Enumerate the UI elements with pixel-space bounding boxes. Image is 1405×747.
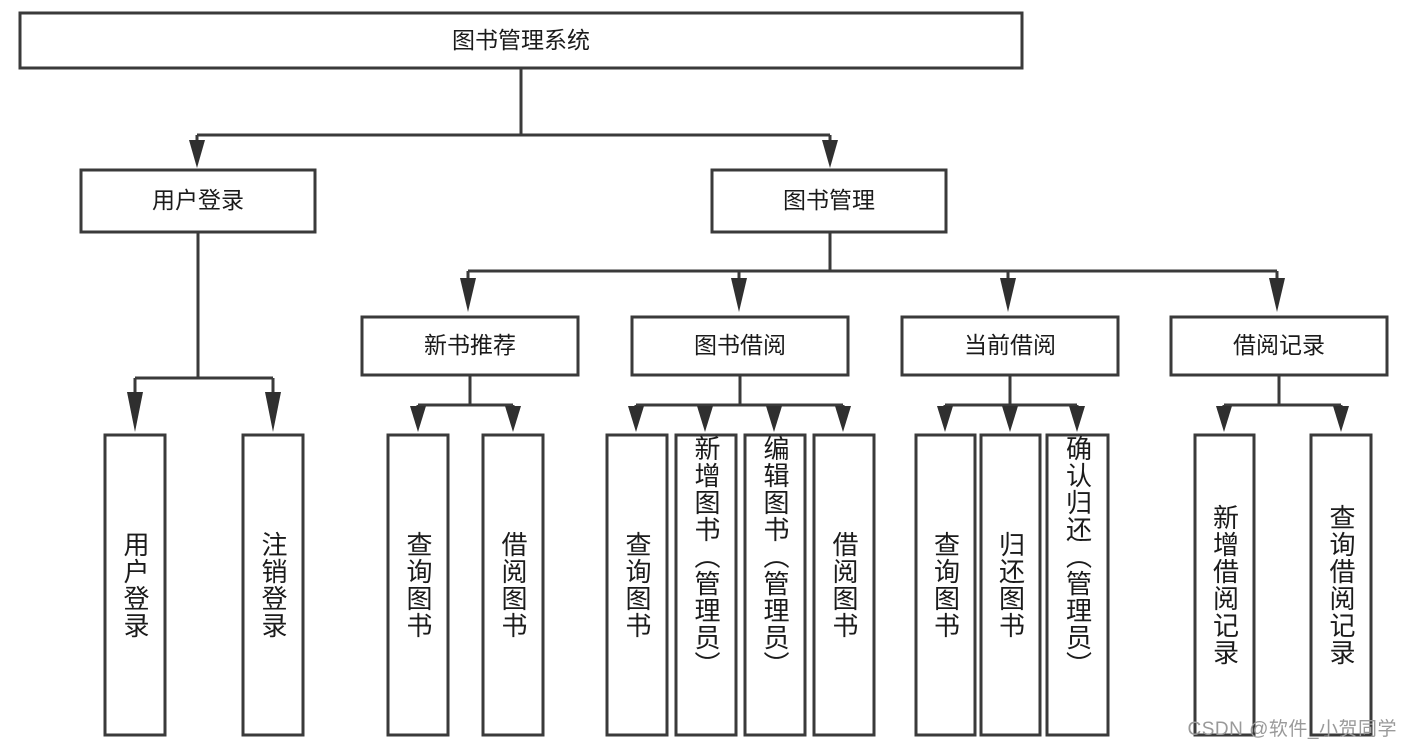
arrow-head-book-borrow [731,278,747,312]
arrow-head-currentborrow-leaf-2 [1002,406,1018,432]
arrow-head-bookborrow-leaf-3 [766,406,782,432]
node-borrow-record[interactable]: 借阅记录 [1169,315,1389,377]
node-current-borrow-label: 当前借阅 [964,332,1056,358]
arrow-head-newbook-leaf-2 [505,406,521,432]
leaf-box-query-borrow-record[interactable] [1309,433,1373,737]
leaf-box-query-book-1[interactable] [386,433,450,737]
node-root[interactable]: 图书管理系统 [18,11,1024,70]
csdn-watermark: CSDN @软件_小贺同学 [1187,719,1397,740]
leaf-box-add-book-admin[interactable] [674,433,738,737]
arrow-head-leaf-logout [265,392,281,432]
arrow-head-bookborrow-leaf-2 [697,406,713,432]
node-root-label: 图书管理系统 [452,27,590,53]
connector-group-root [189,68,838,168]
leaf-box-borrow-book-2[interactable] [812,433,876,737]
connector-group-borrow-record [1216,375,1349,432]
connector-group-new-book [410,375,521,432]
node-book-borrow-box[interactable] [630,315,850,377]
node-current-borrow[interactable]: 当前借阅 [900,315,1120,377]
arrow-head-current-borrow [1000,278,1016,312]
leaf-box-user-login[interactable] [103,433,167,737]
leaf-box-edit-book-admin[interactable] [743,433,807,737]
node-user-login[interactable]: 用户登录 [79,168,317,234]
leaf-box-logout[interactable] [241,433,305,737]
node-book-management[interactable]: 图书管理 [710,168,948,234]
leaf-box-borrow-book-1[interactable] [481,433,545,737]
leaf-box-add-borrow-record[interactable] [1193,433,1256,737]
arrow-head-new-book [460,278,476,312]
connector-group-user-login [127,232,281,432]
connector-group-current-borrow [937,375,1085,432]
arrow-head-borrowrecord-leaf-2 [1333,406,1349,432]
arrow-head-newbook-leaf-1 [410,406,426,432]
arrow-head-user-login [189,140,205,168]
leaf-box-query-book-2[interactable] [605,433,669,737]
arrow-head-currentborrow-leaf-1 [937,406,953,432]
node-new-book-recommend[interactable]: 新书推荐 [360,315,580,377]
node-new-book-recommend-label: 新书推荐 [424,332,516,358]
node-user-login-label: 用户登录 [152,187,244,213]
node-book-borrow-label: 图书借阅 [694,332,786,358]
leaf-box-query-book-3[interactable] [914,433,977,737]
node-root-box[interactable] [18,11,1024,70]
arrow-head-borrowrecord-leaf-1 [1216,406,1232,432]
arrow-head-borrow-record [1269,278,1285,312]
node-book-borrow[interactable]: 图书借阅 [630,315,850,377]
leaf-box-return-book[interactable] [979,433,1042,737]
arrow-head-bookborrow-leaf-4 [835,406,851,432]
node-borrow-record-box[interactable] [1169,315,1389,377]
arrow-head-bookborrow-leaf-1 [628,406,644,432]
node-book-management-label: 图书管理 [783,187,875,213]
arrow-head-currentborrow-leaf-3 [1069,406,1085,432]
connector-group-book-borrow [628,375,851,432]
node-borrow-record-label: 借阅记录 [1233,332,1325,358]
connector-group-book-mgmt [460,232,1285,312]
node-user-login-box[interactable] [79,168,317,234]
leaf-box-confirm-return-admin[interactable] [1045,433,1110,737]
node-new-book-recommend-box[interactable] [360,315,580,377]
arrow-head-book-mgmt [822,140,838,168]
node-book-management-box[interactable] [710,168,948,234]
arrow-head-leaf-user-login [127,392,143,432]
node-current-borrow-box[interactable] [900,315,1120,377]
